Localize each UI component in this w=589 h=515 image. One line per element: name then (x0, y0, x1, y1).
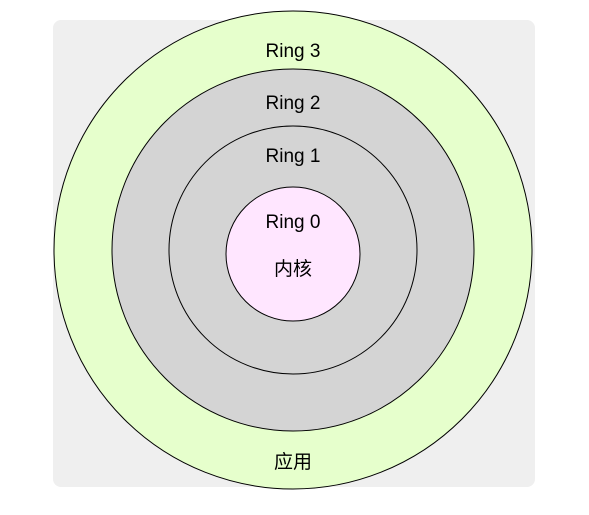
ring-0-label: Ring 0 (266, 212, 321, 233)
ring-3-label: Ring 3 (266, 41, 321, 62)
ring-0-circle (225, 186, 361, 322)
ring-2-label: Ring 2 (266, 93, 321, 114)
application-label: 应用 (274, 451, 312, 473)
kernel-label: 内核 (274, 258, 312, 280)
ring-1-label: Ring 1 (266, 146, 321, 167)
